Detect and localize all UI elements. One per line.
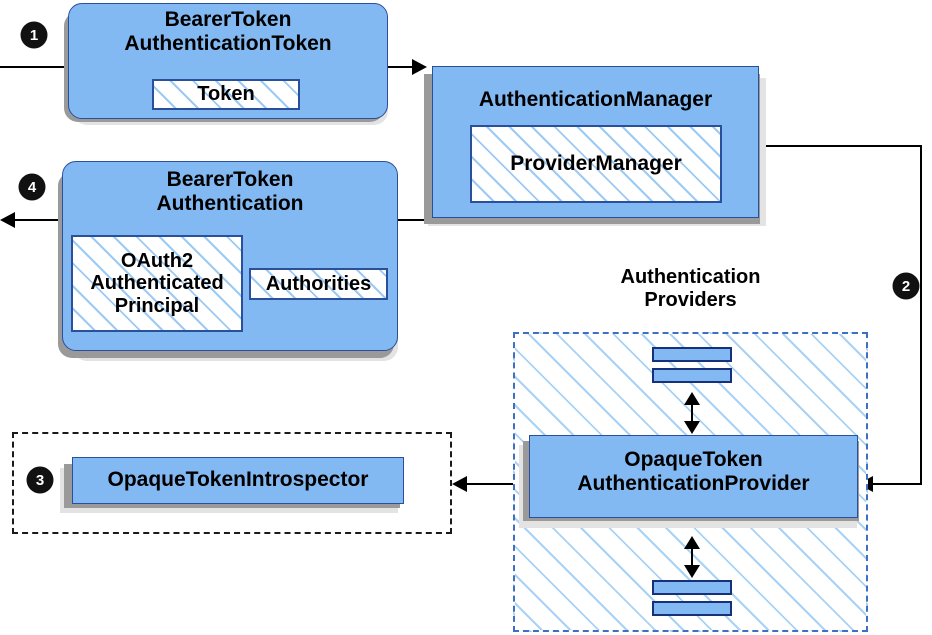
connector-provider-to-introspector (466, 483, 526, 485)
connector-right-rail (920, 145, 922, 484)
opaque-token-authentication-provider[interactable] (529, 435, 858, 518)
oauth2-principal-line1: OAuth2 (120, 249, 194, 272)
provider-interface-bar-bottom-2 (652, 601, 732, 616)
opaque-token-introspector-region (12, 432, 452, 534)
connector-bottom-interface-link (691, 538, 693, 570)
bearer-token-authentication-token-title-line1: BearerToken (164, 8, 292, 31)
token-inner-box[interactable]: Token (152, 79, 300, 110)
step-badge-1: 1 (22, 23, 46, 47)
step-badge-4-number: 4 (27, 178, 37, 196)
connector-manager-to-authentication (396, 219, 432, 221)
connector-manager-to-rail (758, 145, 922, 147)
step-badge-2-number: 2 (901, 277, 911, 295)
step-badge-4: 4 (20, 175, 44, 199)
arrowhead-bottom-interface-up (684, 536, 700, 549)
arrowhead-top-interface-up (684, 392, 700, 405)
oauth2-authenticated-principal-label: OAuth2 Authenticated Principal (90, 250, 223, 317)
token-inner-label: Token (197, 83, 255, 106)
connector-authentication-out (15, 219, 77, 221)
arrowhead-bottom-interface-down (684, 565, 700, 578)
step-badge-3-number: 3 (35, 471, 45, 489)
opaque-token-introspector-title-text: OpaqueTokenIntrospector (107, 468, 369, 491)
authentication-providers-label-line2: Providers (644, 288, 737, 311)
bearer-token-authentication-token-title-line2: AuthenticationToken (124, 31, 332, 55)
opaque-token-authentication-provider-title: OpaqueToken AuthenticationProvider (529, 448, 858, 495)
authorities-label: Authorities (265, 272, 372, 295)
authentication-manager-title-text: AuthenticationManager (478, 88, 713, 111)
oauth2-principal-line2: Authenticated (90, 272, 224, 295)
authentication-providers-label: Authentication Providers (513, 266, 868, 312)
bearer-token-authentication-token-title: BearerToken AuthenticationToken (68, 8, 388, 55)
connector-rail-to-provider (873, 483, 922, 485)
authentication-providers-label-line1: Authentication (620, 266, 761, 288)
connector-request-in (0, 66, 70, 68)
connector-token-to-manager (388, 66, 420, 68)
connector-top-interface-link (691, 394, 693, 426)
provider-interface-bar-top-2 (652, 368, 732, 383)
opaque-token-provider-title-line2: AuthenticationProvider (577, 471, 810, 495)
arrowhead-top-interface-down (684, 421, 700, 434)
arrowhead-authentication-out (0, 212, 15, 228)
provider-manager-inner-box[interactable]: ProviderManager (470, 125, 722, 203)
bearer-token-authentication-title: BearerToken Authentication (62, 168, 398, 215)
step-badge-2: 2 (894, 274, 918, 298)
oauth2-authenticated-principal-box[interactable]: OAuth2 Authenticated Principal (71, 235, 243, 332)
authorities-box[interactable]: Authorities (249, 268, 388, 300)
opaque-token-provider-title-line1: OpaqueToken (624, 448, 763, 471)
oauth2-principal-line3: Principal (114, 294, 200, 317)
provider-manager-label: ProviderManager (510, 152, 682, 176)
bearer-token-authentication-title-line1: BearerToken (166, 168, 294, 191)
step-badge-1-number: 1 (29, 26, 39, 44)
provider-interface-bar-bottom-1 (652, 580, 732, 595)
opaque-token-introspector-title: OpaqueTokenIntrospector (72, 468, 404, 492)
authentication-manager-title: AuthenticationManager (432, 88, 759, 112)
arrowhead-provider-to-introspector (452, 476, 467, 492)
step-badge-3: 3 (28, 468, 52, 492)
bearer-token-authentication-title-line2: Authentication (156, 191, 304, 215)
opaque-token-introspector[interactable] (72, 457, 404, 504)
arrowhead-token-to-manager (412, 59, 427, 75)
provider-interface-bar-top-1 (652, 347, 732, 362)
